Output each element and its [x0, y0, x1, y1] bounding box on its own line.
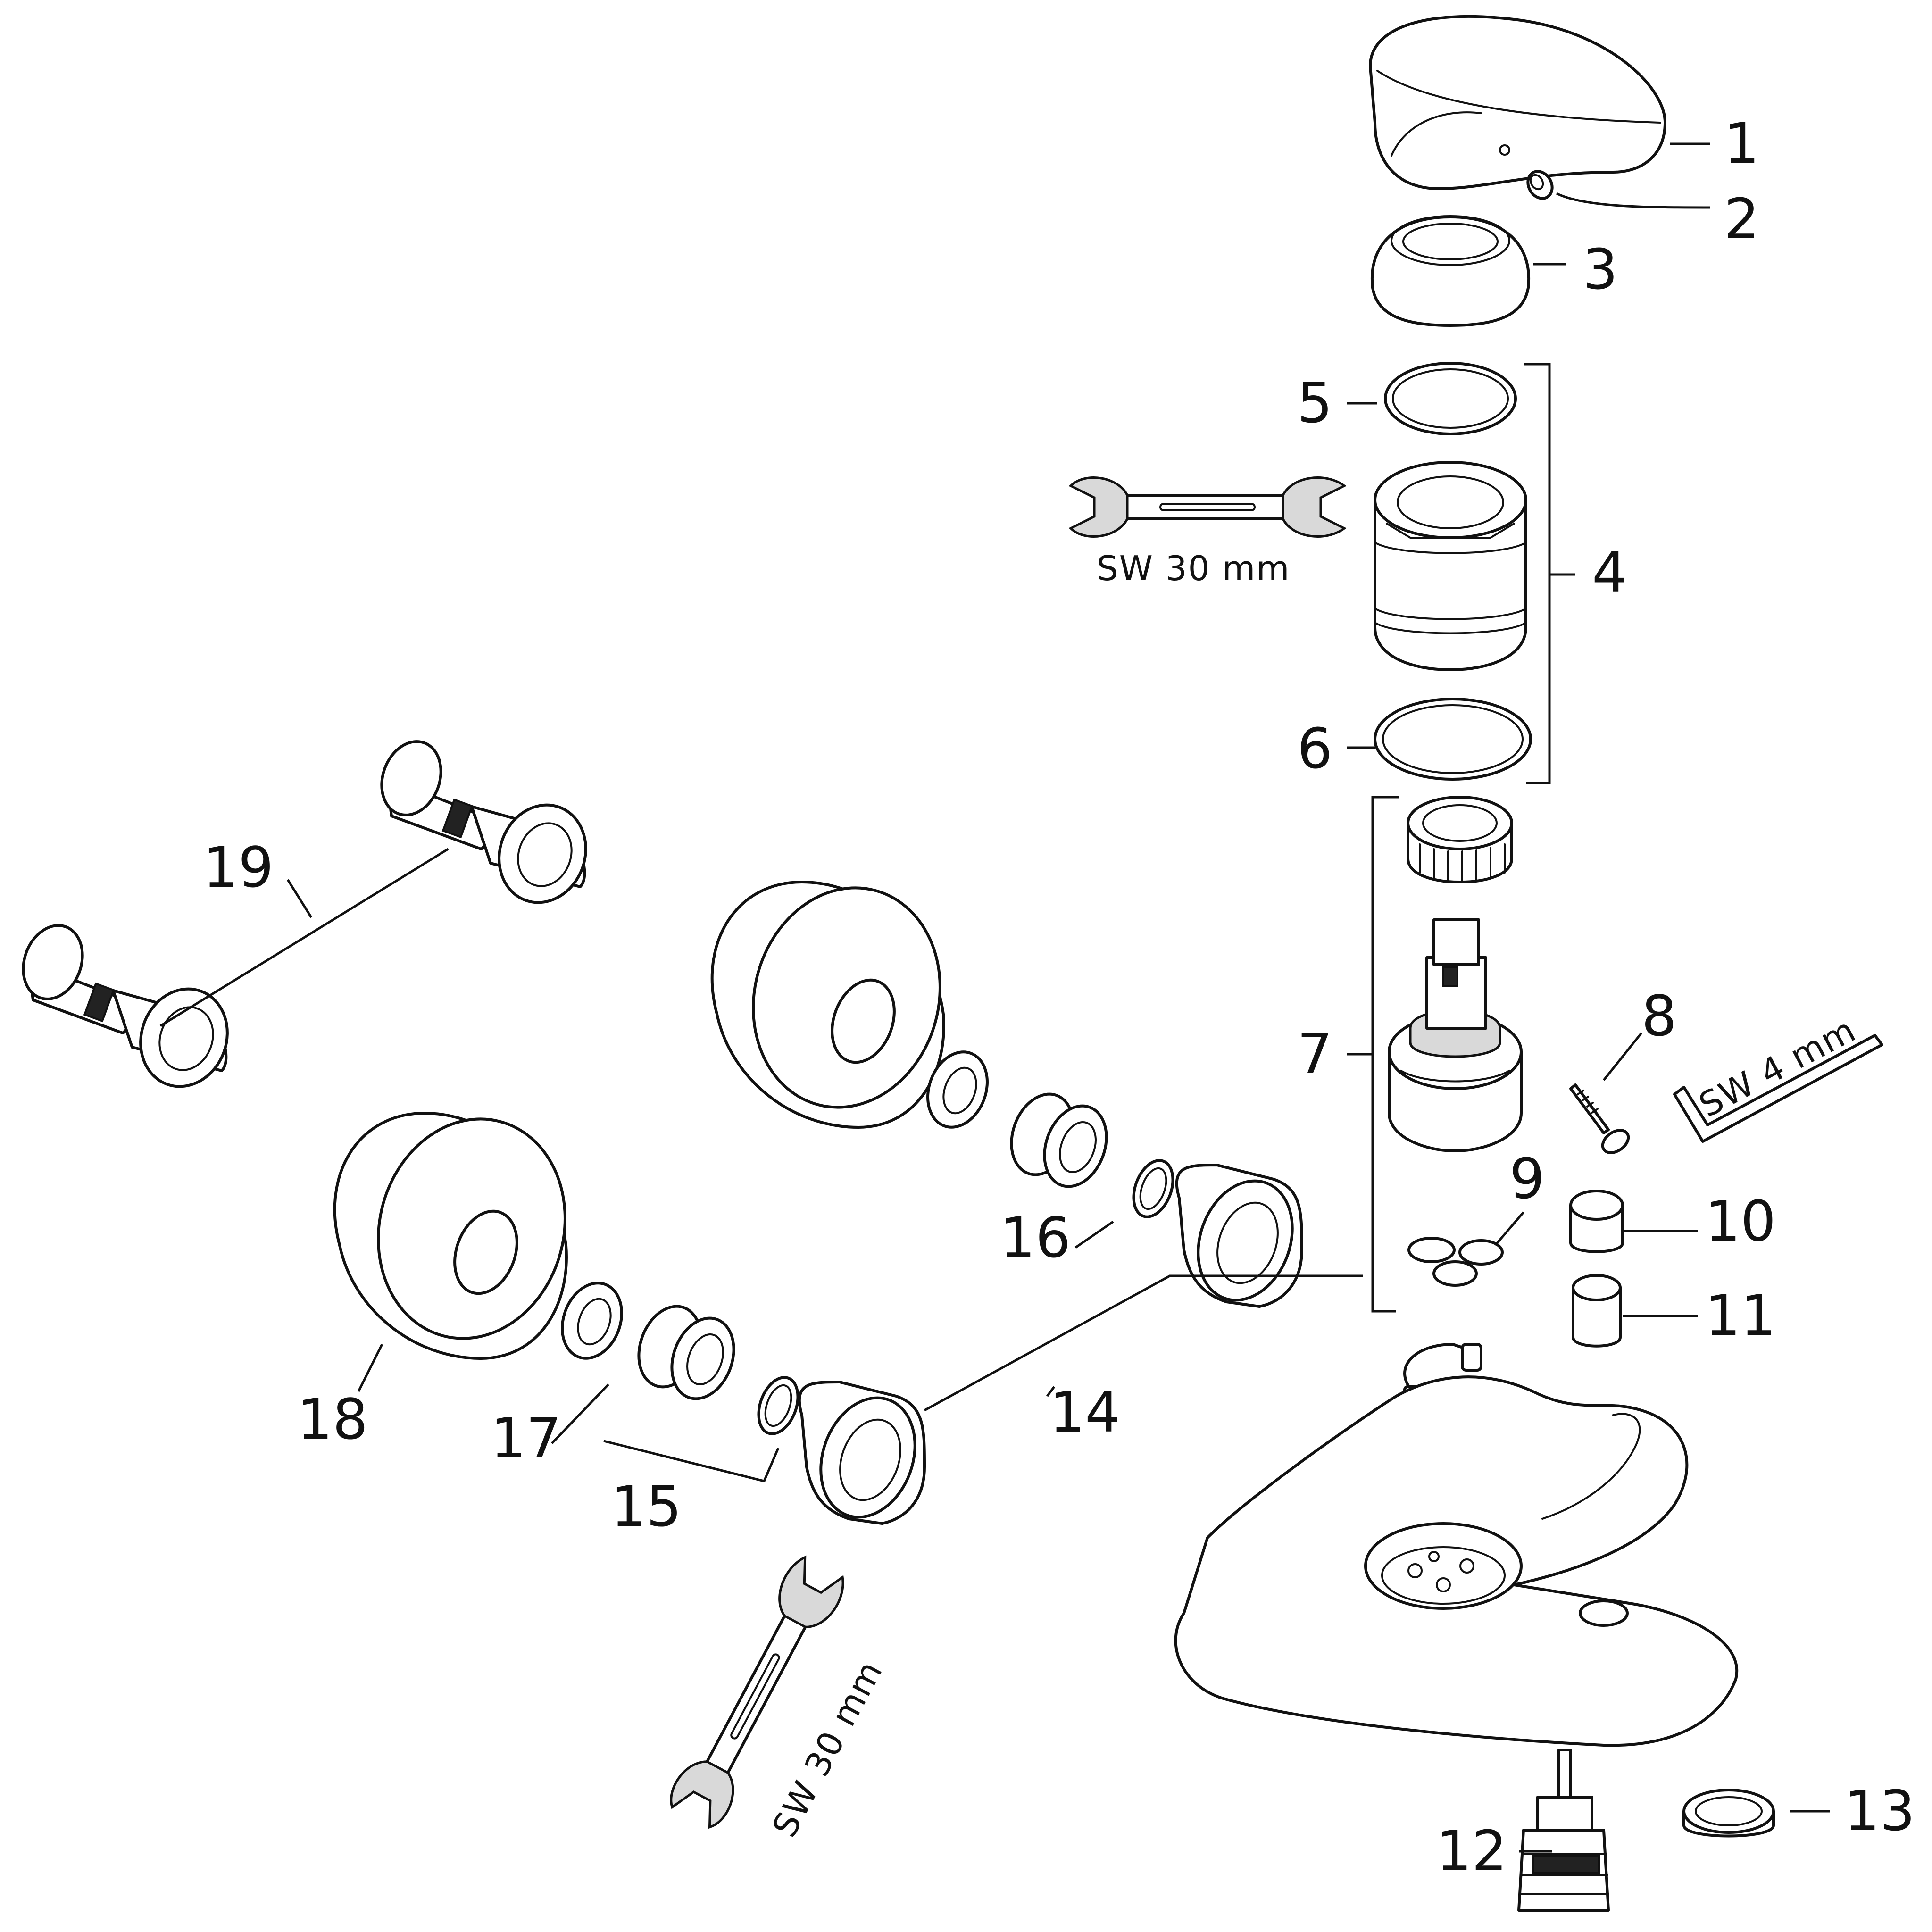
- label-4: 4: [1592, 540, 1627, 605]
- allen-key-tool: SW 4 mm: [1673, 1010, 1883, 1143]
- part-18-escutcheon-upper: [710, 881, 945, 1129]
- label-1: 1: [1724, 111, 1759, 176]
- part-17-washer-upper: [926, 1050, 989, 1129]
- label-6: 6: [1297, 716, 1332, 781]
- label-13: 13: [1844, 1778, 1915, 1843]
- part-4-cartridge-housing: [1374, 461, 1527, 671]
- part-7-cartridge-nut: [1407, 796, 1513, 883]
- label-8: 8: [1641, 983, 1677, 1049]
- part-7-ceramic-cartridge: [1388, 918, 1523, 1152]
- label-17: 17: [491, 1406, 561, 1471]
- wrench-tool-bottom: [670, 1555, 844, 1829]
- label-11: 11: [1705, 1283, 1776, 1348]
- label-15: 15: [611, 1474, 682, 1539]
- label-7: 7: [1297, 1021, 1332, 1086]
- part-1-lever-handle: [1369, 15, 1666, 190]
- leader-lines: [159, 142, 1830, 1853]
- part-6-o-ring: [1374, 698, 1532, 781]
- faucet-body: [1174, 1375, 1739, 1747]
- wrench-bottom-size-label: SW 30 mm: [765, 1654, 891, 1843]
- label-16: 16: [1000, 1205, 1071, 1270]
- part-13-aerator: [1682, 1789, 1775, 1838]
- part-19-adapter-lower: [22, 924, 229, 1088]
- bracket-part-7: [1347, 796, 1399, 1313]
- label-14: 14: [1049, 1380, 1120, 1445]
- part-15-connector-upper: [1010, 1092, 1108, 1188]
- part-5-o-ring: [1384, 362, 1517, 435]
- part-16-o-ring-lower: [757, 1376, 799, 1435]
- part-15-connector-lower: [637, 1305, 735, 1400]
- part-8-screw: [1569, 1083, 1630, 1154]
- label-9: 9: [1509, 1146, 1545, 1211]
- wrench-top-size-label: SW 30 mm: [1097, 549, 1291, 588]
- part-14-union-nut-lower: [798, 1381, 926, 1525]
- part-9-clip-rings: [1407, 1237, 1504, 1287]
- part-3-cover-cap: [1370, 215, 1531, 327]
- part-16-o-ring-upper: [1132, 1159, 1174, 1218]
- label-12: 12: [1436, 1818, 1507, 1883]
- label-19: 19: [203, 835, 274, 900]
- label-3: 3: [1582, 237, 1618, 302]
- part-17-washer-lower: [561, 1282, 623, 1360]
- part-14-union-nut-upper: [1175, 1164, 1303, 1308]
- label-10: 10: [1705, 1189, 1776, 1254]
- bracket-part-4: [1524, 363, 1575, 784]
- part-10-cap: [1569, 1190, 1624, 1253]
- label-5: 5: [1297, 370, 1332, 435]
- part-11-sleeve: [1572, 1274, 1622, 1348]
- label-2: 2: [1724, 186, 1759, 251]
- part-2-set-screw: [1526, 170, 1554, 200]
- wrench-tool-top: SW 30 mm: [1068, 476, 1347, 588]
- label-18: 18: [297, 1387, 368, 1452]
- part-18-escutcheon-lower: [333, 1112, 568, 1360]
- part-19-adapter-upper: [380, 740, 587, 904]
- part-number-labels: 1 2 3 4 5 6 7 8 9 10 11 12 13 14 15 16 1…: [203, 111, 1915, 1883]
- part-12-diverter-cartridge: [1517, 1749, 1610, 1912]
